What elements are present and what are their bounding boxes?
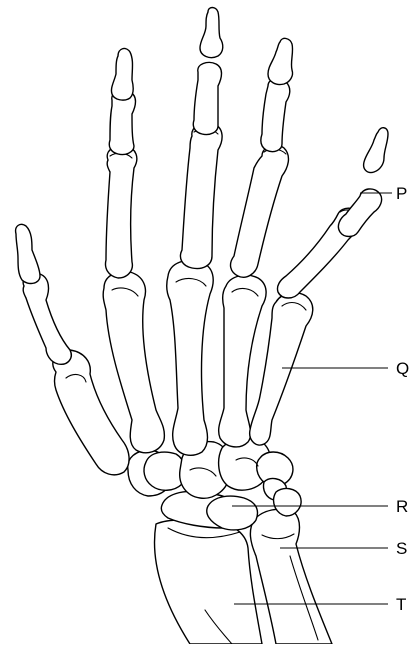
radius-bone xyxy=(154,520,262,644)
proximal-phalanx-ring xyxy=(231,145,289,277)
middle-phalanx-ring xyxy=(261,79,290,152)
proximal-phalanx-middle xyxy=(180,123,222,269)
proximal-phalanx-index xyxy=(106,146,137,278)
distal-phalanx-thumb xyxy=(16,224,40,283)
label-q: Q xyxy=(396,359,409,378)
label-t: T xyxy=(396,595,406,614)
metacarpal-middle xyxy=(167,261,214,456)
label-p: P xyxy=(396,184,407,203)
label-s: S xyxy=(396,539,407,558)
distal-phalanx-middle xyxy=(200,8,223,58)
proximal-phalanx-thumb xyxy=(23,273,71,364)
label-r: R xyxy=(396,497,408,516)
distal-phalanx-little xyxy=(364,128,388,173)
middle-phalanx-middle xyxy=(193,62,221,134)
distal-phalanx-index xyxy=(111,49,133,101)
ulna-bone xyxy=(250,509,332,644)
distal-phalanx-ring xyxy=(268,38,293,84)
